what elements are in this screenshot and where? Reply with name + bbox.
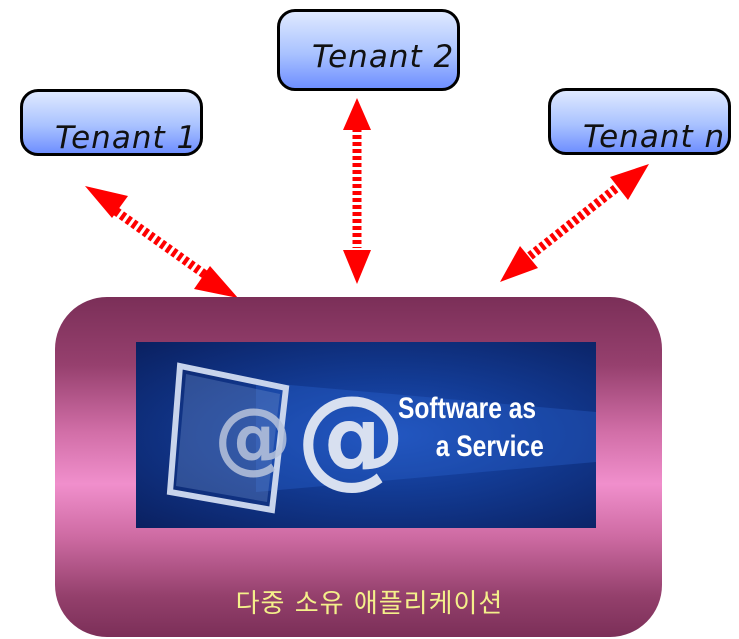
tenant-n-label: Tenant n — [583, 119, 726, 155]
saas-line-1: Software as — [398, 392, 537, 425]
saas-line-2: a Service — [435, 430, 544, 463]
tenant-1-label: Tenant 1 — [55, 120, 198, 156]
svg-text:@: @ — [296, 372, 406, 500]
saas-banner-image: @ @ Software as a Service — [136, 342, 596, 528]
arrow-tenant-n — [500, 164, 649, 282]
arrow-tenant-1 — [85, 186, 238, 298]
tenant-1-box: Tenant 1 — [20, 89, 203, 156]
arrow-tenant-2 — [343, 98, 371, 284]
monitor-at-icon: @ @ — [166, 362, 596, 514]
svg-text:@: @ — [214, 393, 292, 483]
saas-banner-text: Software as a Service — [398, 390, 544, 466]
application-label: 다중 소유 애플리케이션 — [235, 589, 504, 619]
tenant-2-label: Tenant 2 — [312, 39, 455, 75]
tenant-n-box: Tenant n — [548, 88, 731, 155]
tenant-2-box: Tenant 2 — [277, 9, 460, 91]
